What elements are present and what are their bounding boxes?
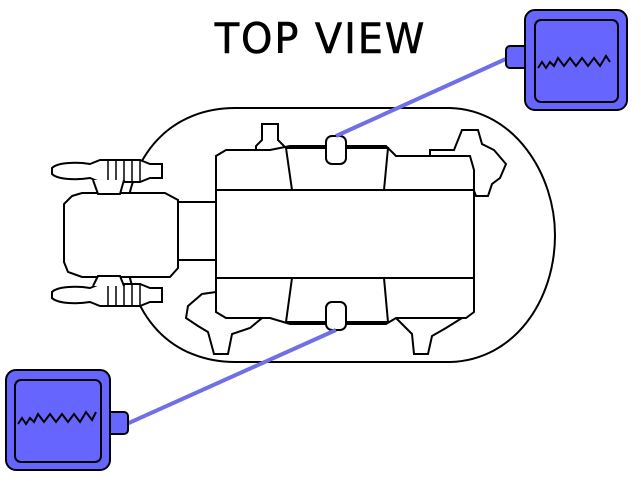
left-pod [63,192,179,278]
upper-left-plug [51,159,163,195]
lower-signal-wire [121,328,337,428]
sensor-waveform-icon [17,410,97,426]
left-axle [177,201,219,261]
upper-signal-wire [335,56,509,138]
upper-right-sensor [505,9,628,111]
upper-housing [284,147,390,191]
lower-housing [284,277,390,323]
lower-left-plug [51,275,163,307]
diagram-title: TOP VIEW [214,14,427,64]
lower-sensor-nub [325,301,347,331]
sensor-waveform-icon [537,54,611,70]
lower-left-sensor [5,369,129,471]
upper-sensor-nub [325,135,347,165]
